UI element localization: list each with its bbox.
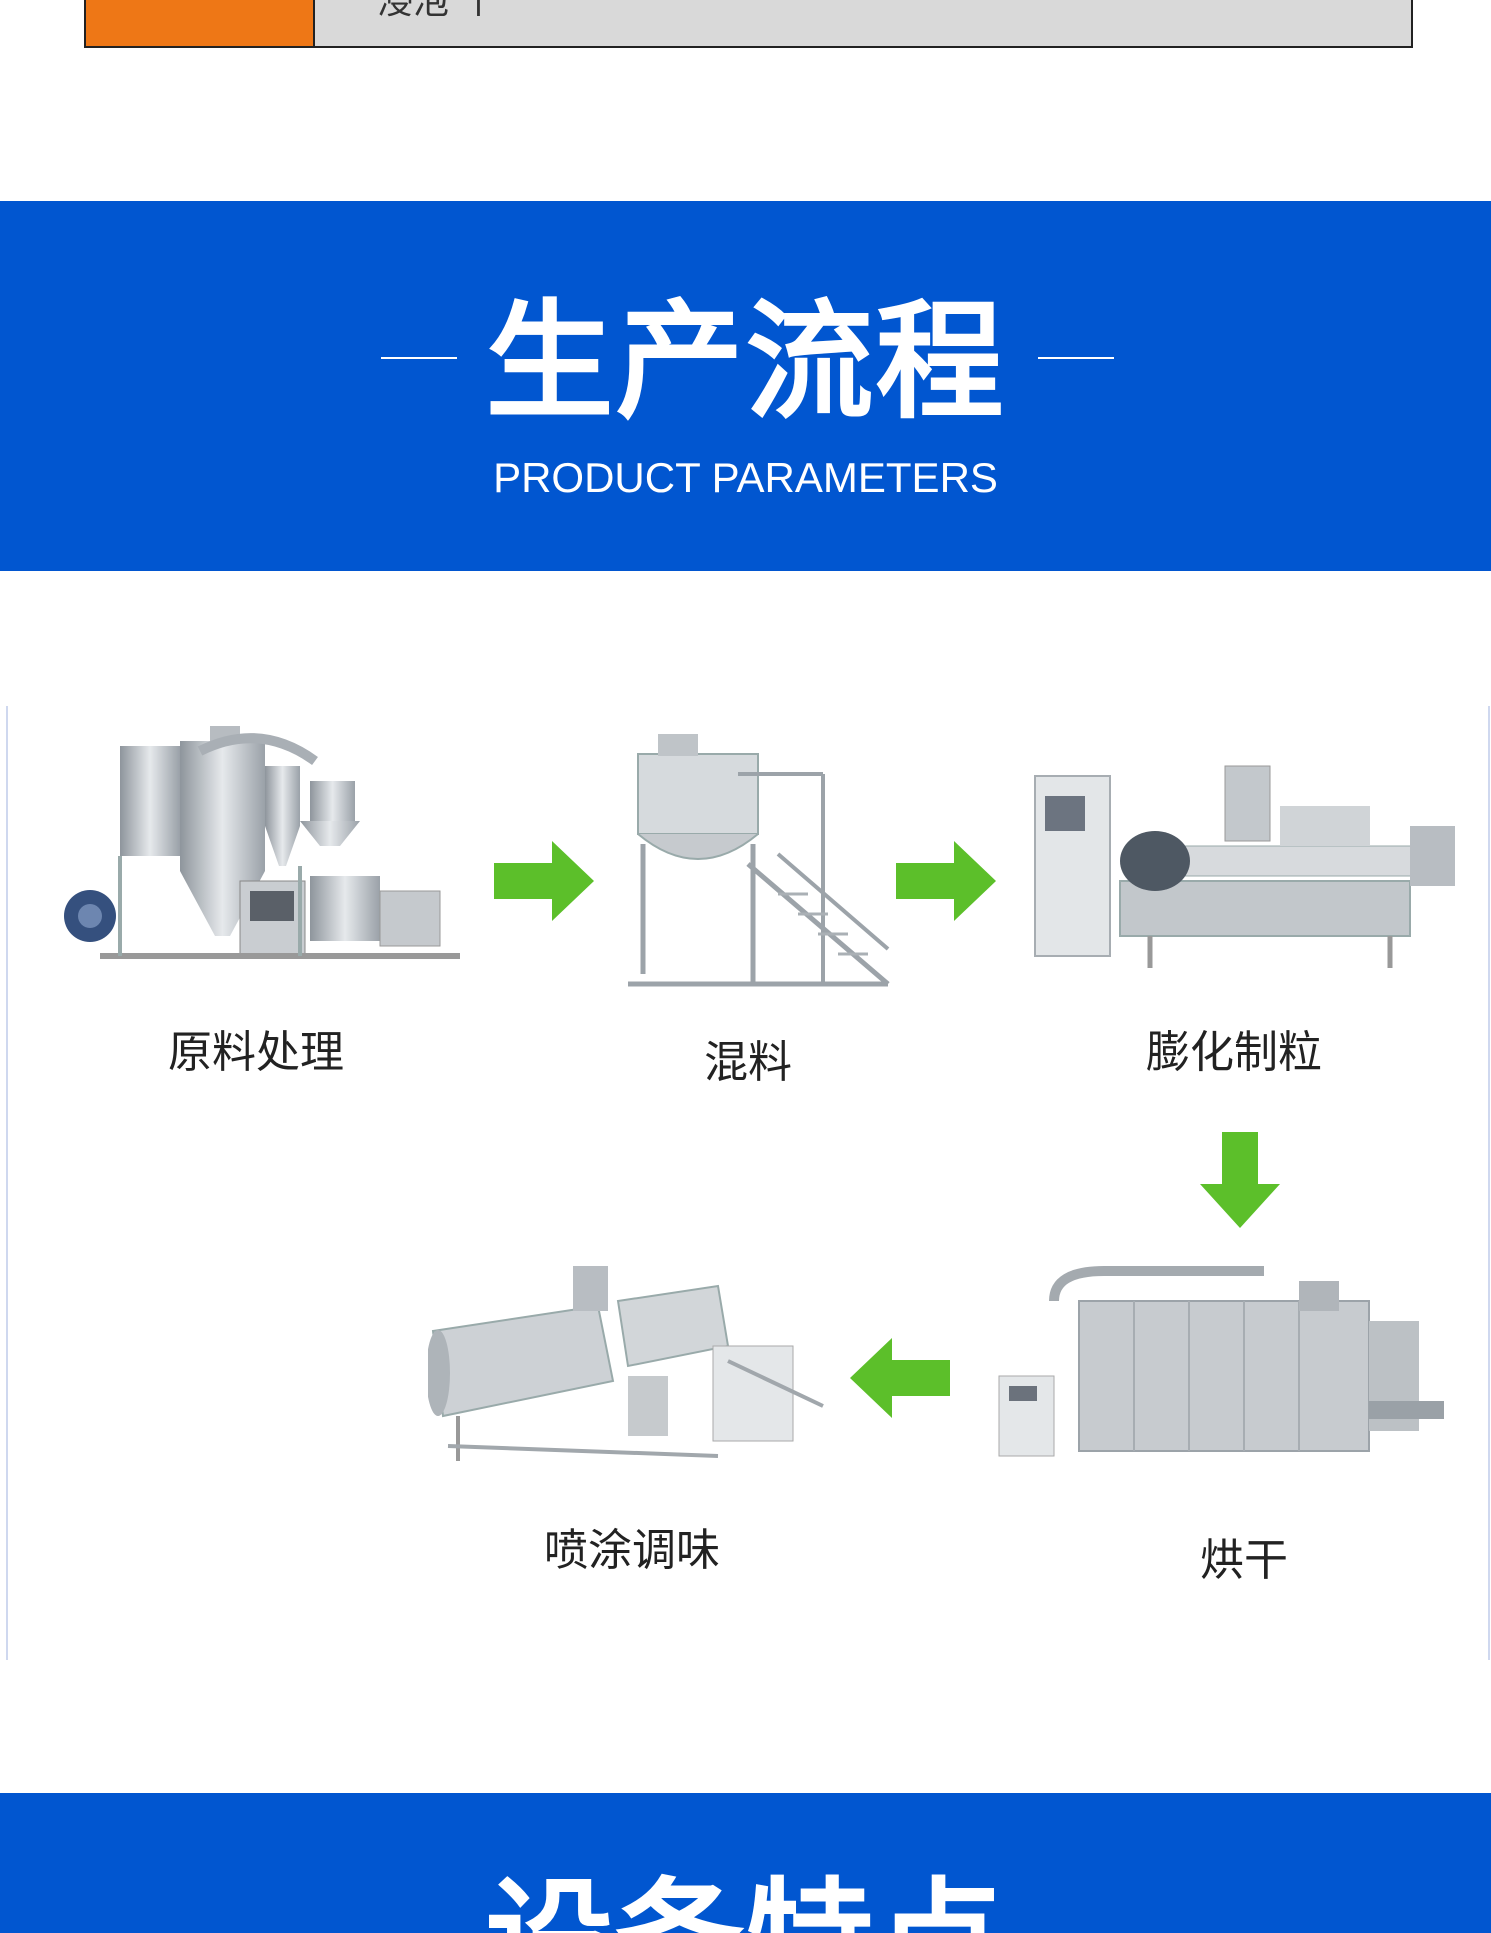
table-row-header-cell [86, 0, 315, 46]
flow-arrow-down-icon [1200, 1132, 1280, 1228]
title-dash-left [381, 357, 457, 359]
table-cell-text: 浸泡 个 [377, 0, 497, 22]
process-flow-diagram: 原料处理 混料 膨化制粒 烘干 喷涂调味 [6, 706, 1490, 1660]
extruder-machine-image [1034, 765, 1455, 968]
step-label-drying: 烘干 [1200, 1535, 1288, 1586]
section-banner-process: 生产流程 PRODUCT PARAMETERS [0, 201, 1491, 571]
flow-arrow-left-icon [850, 1338, 950, 1418]
section-subtitle: PRODUCT PARAMETERS [493, 454, 998, 501]
section-banner-features: 设备特点 [0, 1793, 1491, 1933]
raw-material-machine-image [64, 726, 460, 959]
seasoning-machine-image [428, 1266, 824, 1461]
flow-arrow-right-icon [896, 841, 996, 921]
title-dash-right [1038, 357, 1114, 359]
mixer-machine-image [628, 734, 890, 987]
step-label-extrusion: 膨化制粒 [1146, 1027, 1322, 1078]
section-title: 设备特点 [0, 1871, 1491, 1933]
table-row-value-cell: 浸泡 个 [315, 0, 1411, 46]
flow-arrow-right-icon [494, 841, 594, 921]
section-title: 生产流程 [485, 288, 1006, 437]
spec-table-row: 浸泡 个 [84, 0, 1413, 48]
step-label-mixing: 混料 [704, 1037, 792, 1088]
dryer-machine-image [998, 1266, 1444, 1457]
step-label-raw-material: 原料处理 [168, 1027, 344, 1078]
step-label-seasoning: 喷涂调味 [544, 1525, 720, 1576]
